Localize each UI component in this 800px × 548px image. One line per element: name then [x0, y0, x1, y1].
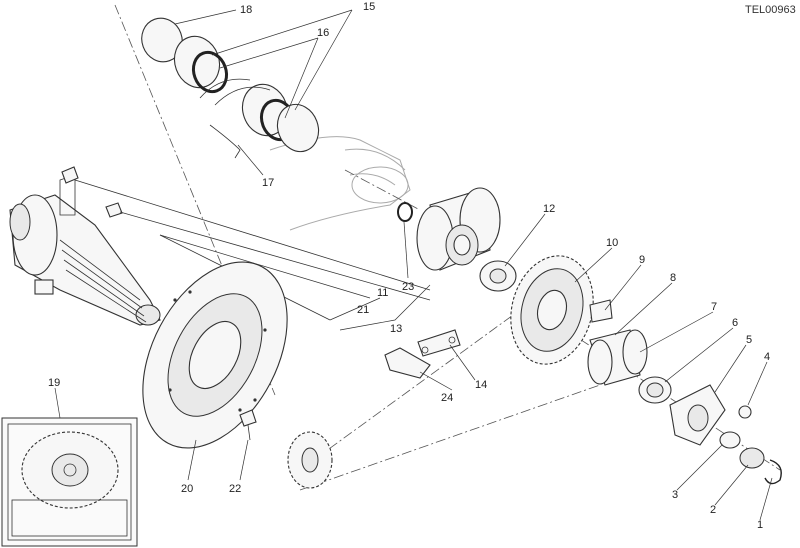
callout-7: 7	[711, 301, 717, 313]
callout-2: 2	[710, 504, 716, 516]
callout-1: 1	[757, 519, 763, 531]
callout-12: 12	[543, 203, 555, 215]
callout-18: 18	[240, 4, 252, 16]
callout-4: 4	[764, 351, 770, 363]
callout-21: 21	[357, 304, 369, 316]
callout-23: 23	[402, 281, 414, 293]
callout-3: 3	[672, 489, 678, 501]
callout-10: 10	[606, 237, 618, 249]
disc-bolt	[239, 409, 257, 441]
chain-link	[384, 329, 461, 379]
callout-6: 6	[732, 317, 738, 329]
callout-leaders	[54, 9, 773, 521]
callout-14: 14	[475, 379, 487, 391]
callout-8: 8	[670, 272, 676, 284]
callout-9: 9	[639, 254, 645, 266]
callout-19: 19	[48, 377, 60, 389]
callout-16: 16	[317, 27, 329, 39]
callout-20: 20	[181, 483, 193, 495]
swingarm-ghost	[269, 136, 411, 231]
rear-sprocket	[510, 255, 594, 365]
callout-11: 11	[377, 287, 388, 299]
brake-disc	[142, 261, 288, 449]
callout-15: 15	[363, 1, 375, 13]
callout-17: 17	[262, 177, 274, 189]
seal-set	[141, 17, 320, 159]
rear-hub	[9, 174, 161, 326]
callout-13: 13	[390, 323, 402, 335]
cush-drive	[397, 187, 501, 271]
callout-24: 24	[441, 392, 453, 404]
sprocket-hardware	[587, 299, 782, 485]
front-sprocket	[287, 431, 333, 489]
spacer	[479, 260, 517, 292]
diagram-code: TEL00963	[745, 4, 796, 16]
callout-5: 5	[746, 334, 752, 346]
callout-labels: 1 2 3 4 5 6 7 8 9 10 11 12 13 14 15 16 1…	[48, 1, 770, 531]
inset-detail	[1, 417, 138, 547]
callout-22: 22	[229, 483, 241, 495]
